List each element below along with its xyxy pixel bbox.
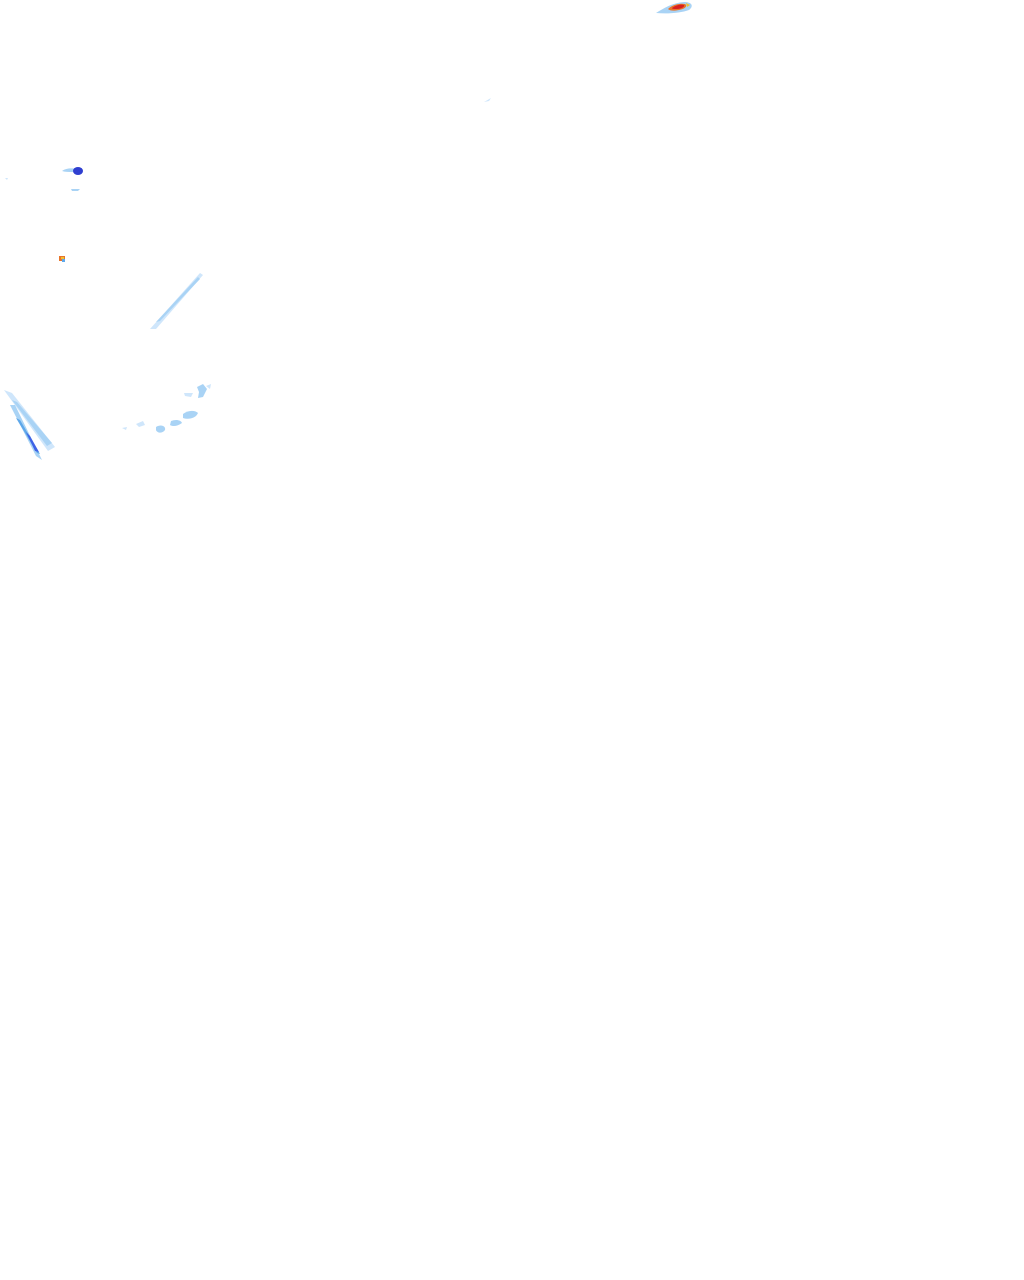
- storm-cell-left-blue: [5, 167, 83, 191]
- storm-cell-top: [656, 2, 692, 14]
- rain-band-diagonal-inner: [156, 277, 200, 322]
- storm-speck-orange-blue: [62, 259, 65, 262]
- scattered-cells-lower: [122, 384, 211, 433]
- scattered-cell-5: [122, 427, 127, 430]
- storm-cell-left-blue-streak: [62, 168, 76, 172]
- storm-speck-orange: [59, 256, 65, 262]
- radar-speck-center: [484, 98, 491, 102]
- scattered-cell-2: [170, 419, 182, 427]
- rain-streaks-lower-left: [4, 390, 55, 460]
- storm-speck-orange-inner: [61, 257, 64, 259]
- storm-cell-left-blue-fleck: [5, 178, 8, 180]
- scattered-cell-1: [183, 410, 198, 419]
- storm-cell-left-blue-tail: [71, 189, 80, 191]
- storm-cell-left-blue-core: [73, 167, 83, 175]
- scattered-cell-6: [197, 384, 207, 398]
- storm-cell-top-yellow: [686, 3, 690, 7]
- scattered-cell-7: [184, 393, 193, 397]
- rain-band-diagonal: [150, 273, 203, 329]
- rain-streak-3-core: [26, 432, 39, 452]
- storm-cell-top-red: [672, 4, 685, 9]
- scattered-cell-4: [136, 421, 145, 427]
- scattered-cell-3: [156, 425, 166, 433]
- rain-streak-1-core: [12, 400, 52, 446]
- scattered-cell-8: [206, 384, 211, 389]
